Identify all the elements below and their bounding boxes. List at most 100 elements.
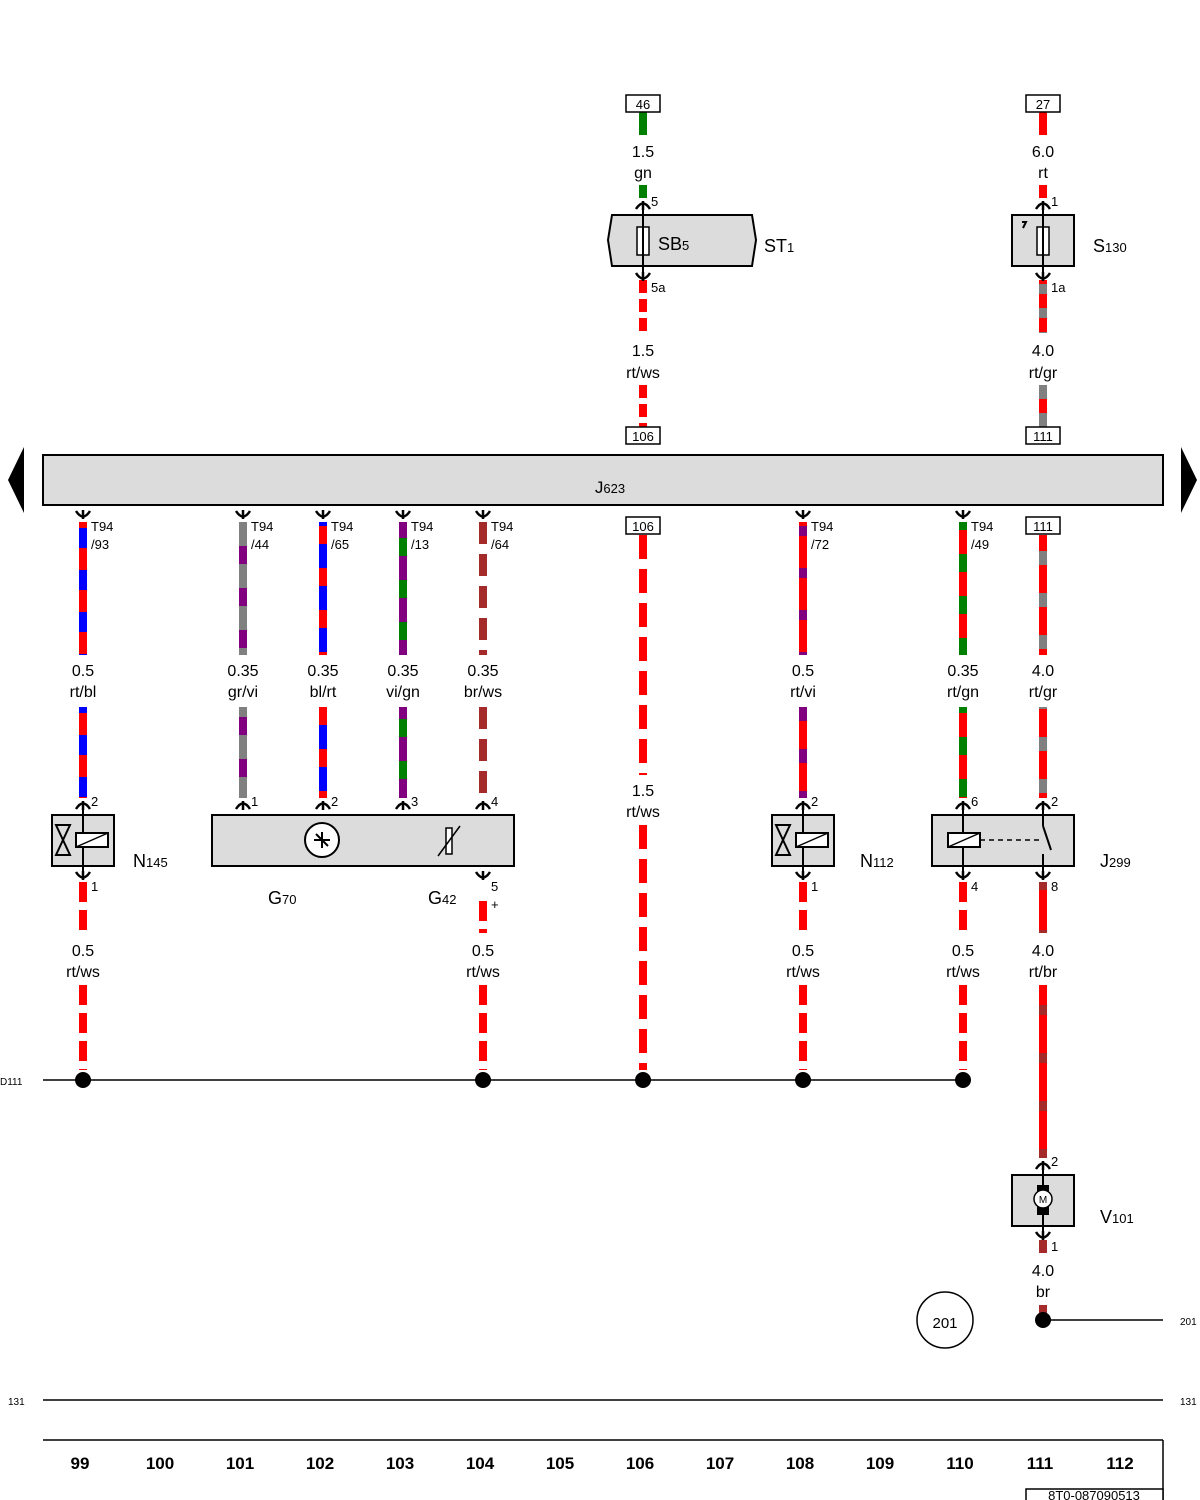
motor-icon xyxy=(1033,1189,1053,1209)
ground-201: 201 xyxy=(1035,1312,1197,1328)
column-label-107: 107 xyxy=(706,1454,734,1473)
v101-label: V101 xyxy=(1100,1207,1134,1227)
svg-text:gn: gn xyxy=(634,165,652,182)
terminal-106-bottom: 106 xyxy=(632,519,654,534)
page-prev-arrow-icon[interactable] xyxy=(8,447,24,513)
column-label-100: 100 xyxy=(146,1454,174,1473)
svg-text:1: 1 xyxy=(1051,194,1058,209)
document-number: 8T0-087090513 xyxy=(1048,1488,1140,1500)
svg-text:rt/ws: rt/ws xyxy=(786,964,820,981)
fuse-s130: S130 xyxy=(1011,207,1127,275)
svg-text:/13: /13 xyxy=(411,537,429,552)
terminal-27: 27 xyxy=(1036,97,1050,112)
svg-text:/49: /49 xyxy=(971,537,989,552)
relay-j299: J299 xyxy=(931,807,1131,874)
svg-text:8: 8 xyxy=(1051,879,1058,894)
page-next-arrow-icon[interactable] xyxy=(1181,447,1197,513)
column-label-111: 111 xyxy=(1027,1454,1054,1473)
svg-text:4.0: 4.0 xyxy=(1032,943,1054,960)
svg-text:6: 6 xyxy=(971,794,978,809)
sensor-g70-g42: G70 G42 xyxy=(211,814,515,908)
svg-text:0.5: 0.5 xyxy=(792,663,814,680)
svg-text:2: 2 xyxy=(1051,1154,1058,1169)
svg-text:T94: T94 xyxy=(331,519,353,534)
valve-icon xyxy=(54,824,72,856)
svg-text:0.35: 0.35 xyxy=(227,663,258,680)
ground-point-201-callout: 201 xyxy=(916,1291,974,1349)
svg-text:rt/vi: rt/vi xyxy=(790,684,816,701)
svg-text:bl/rt: bl/rt xyxy=(310,684,337,701)
svg-text:rt: rt xyxy=(1038,165,1048,182)
svg-text:br: br xyxy=(1036,1284,1051,1301)
line-131: 131 131 xyxy=(8,1397,1197,1408)
svg-text:/93: /93 xyxy=(91,537,109,552)
column-label-103: 103 xyxy=(386,1454,414,1473)
connector-labels: T94 /93 T94 /44 T94 /65 T94 /13 T94 /64 … xyxy=(91,519,993,552)
terminal-106-top: 106 xyxy=(632,429,654,444)
svg-text:131: 131 xyxy=(8,1397,25,1408)
svg-text:131: 131 xyxy=(1180,1397,1197,1408)
svg-text:6.0: 6.0 xyxy=(1032,144,1054,161)
svg-text:1: 1 xyxy=(91,879,98,894)
svg-text:0.35: 0.35 xyxy=(387,663,418,680)
svg-text:1.5: 1.5 xyxy=(632,783,654,800)
svg-text:0.35: 0.35 xyxy=(307,663,338,680)
svg-text:5a: 5a xyxy=(651,280,666,295)
g42-label: G42 xyxy=(428,888,456,908)
svg-text:1a: 1a xyxy=(1051,280,1066,295)
svg-text:rt/ws: rt/ws xyxy=(626,365,660,382)
svg-text:0.5: 0.5 xyxy=(952,943,974,960)
column-label-101: 101 xyxy=(226,1454,254,1473)
valve-n145: N145 xyxy=(51,807,168,874)
svg-text:1.5: 1.5 xyxy=(632,343,654,360)
svg-text:0.35: 0.35 xyxy=(947,663,978,680)
bus-label-d111: D111 xyxy=(0,1077,23,1088)
svg-text:0.5: 0.5 xyxy=(792,943,814,960)
svg-text:0.5: 0.5 xyxy=(472,943,494,960)
svg-text:T94: T94 xyxy=(491,519,513,534)
column-label-104: 104 xyxy=(466,1454,495,1473)
svg-text:rt/ws: rt/ws xyxy=(466,964,500,981)
svg-text:201: 201 xyxy=(932,1315,957,1332)
svg-text:rt/ws: rt/ws xyxy=(626,804,660,821)
svg-text:5: 5 xyxy=(651,194,658,209)
svg-text:4: 4 xyxy=(971,879,978,894)
ground-bus-d111: D111 xyxy=(0,1072,971,1088)
wire-segments xyxy=(79,112,1047,1316)
svg-text:vi/gn: vi/gn xyxy=(386,684,420,701)
svg-text:rt/bl: rt/bl xyxy=(70,684,97,701)
n112-label: N112 xyxy=(860,851,894,871)
j623-label: J623 xyxy=(595,478,625,497)
svg-text:T94: T94 xyxy=(251,519,273,534)
svg-text:2: 2 xyxy=(811,794,818,809)
document-number-box: 8T0-087090513 xyxy=(1025,1488,1164,1500)
column-label-105: 105 xyxy=(546,1454,574,1473)
svg-text:1: 1 xyxy=(251,794,258,809)
column-label-108: 108 xyxy=(786,1454,814,1473)
svg-text:0.5: 0.5 xyxy=(72,943,94,960)
svg-text:2: 2 xyxy=(331,794,338,809)
svg-text:4: 4 xyxy=(491,794,498,809)
svg-text:4.0: 4.0 xyxy=(1032,1263,1054,1280)
svg-text:rt/gn: rt/gn xyxy=(947,684,979,701)
svg-text:rt/gr: rt/gr xyxy=(1029,684,1058,701)
svg-text:1.5: 1.5 xyxy=(632,144,654,161)
st1-label: ST1 xyxy=(764,236,794,256)
terminal-111-bottom: 111 xyxy=(1033,519,1053,534)
svg-text:M: M xyxy=(1039,1195,1047,1206)
column-label-109: 109 xyxy=(866,1454,894,1473)
valve-icon xyxy=(774,824,792,856)
column-label-99: 99 xyxy=(71,1454,90,1473)
column-label-106: 106 xyxy=(626,1454,654,1473)
j299-label: J299 xyxy=(1100,851,1131,871)
svg-text:rt/gr: rt/gr xyxy=(1029,365,1058,382)
pin-labels: 5 5a 1 1a 2 1 1 2 3 4 5 + 2 1 6 2 4 8 2 … xyxy=(91,194,1066,1254)
svg-text:/65: /65 xyxy=(331,537,349,552)
svg-text:4.0: 4.0 xyxy=(1032,343,1054,360)
svg-text:/44: /44 xyxy=(251,537,269,552)
wire-labels: 1.5 gn 6.0 rt 1.5 rt/ws 4.0 rt/gr 0.5 rt… xyxy=(66,144,1058,1301)
fuse-marker-icon xyxy=(1022,221,1028,229)
svg-text:T94: T94 xyxy=(91,519,113,534)
s130-label: S130 xyxy=(1093,236,1127,256)
svg-text:4.0: 4.0 xyxy=(1032,663,1054,680)
